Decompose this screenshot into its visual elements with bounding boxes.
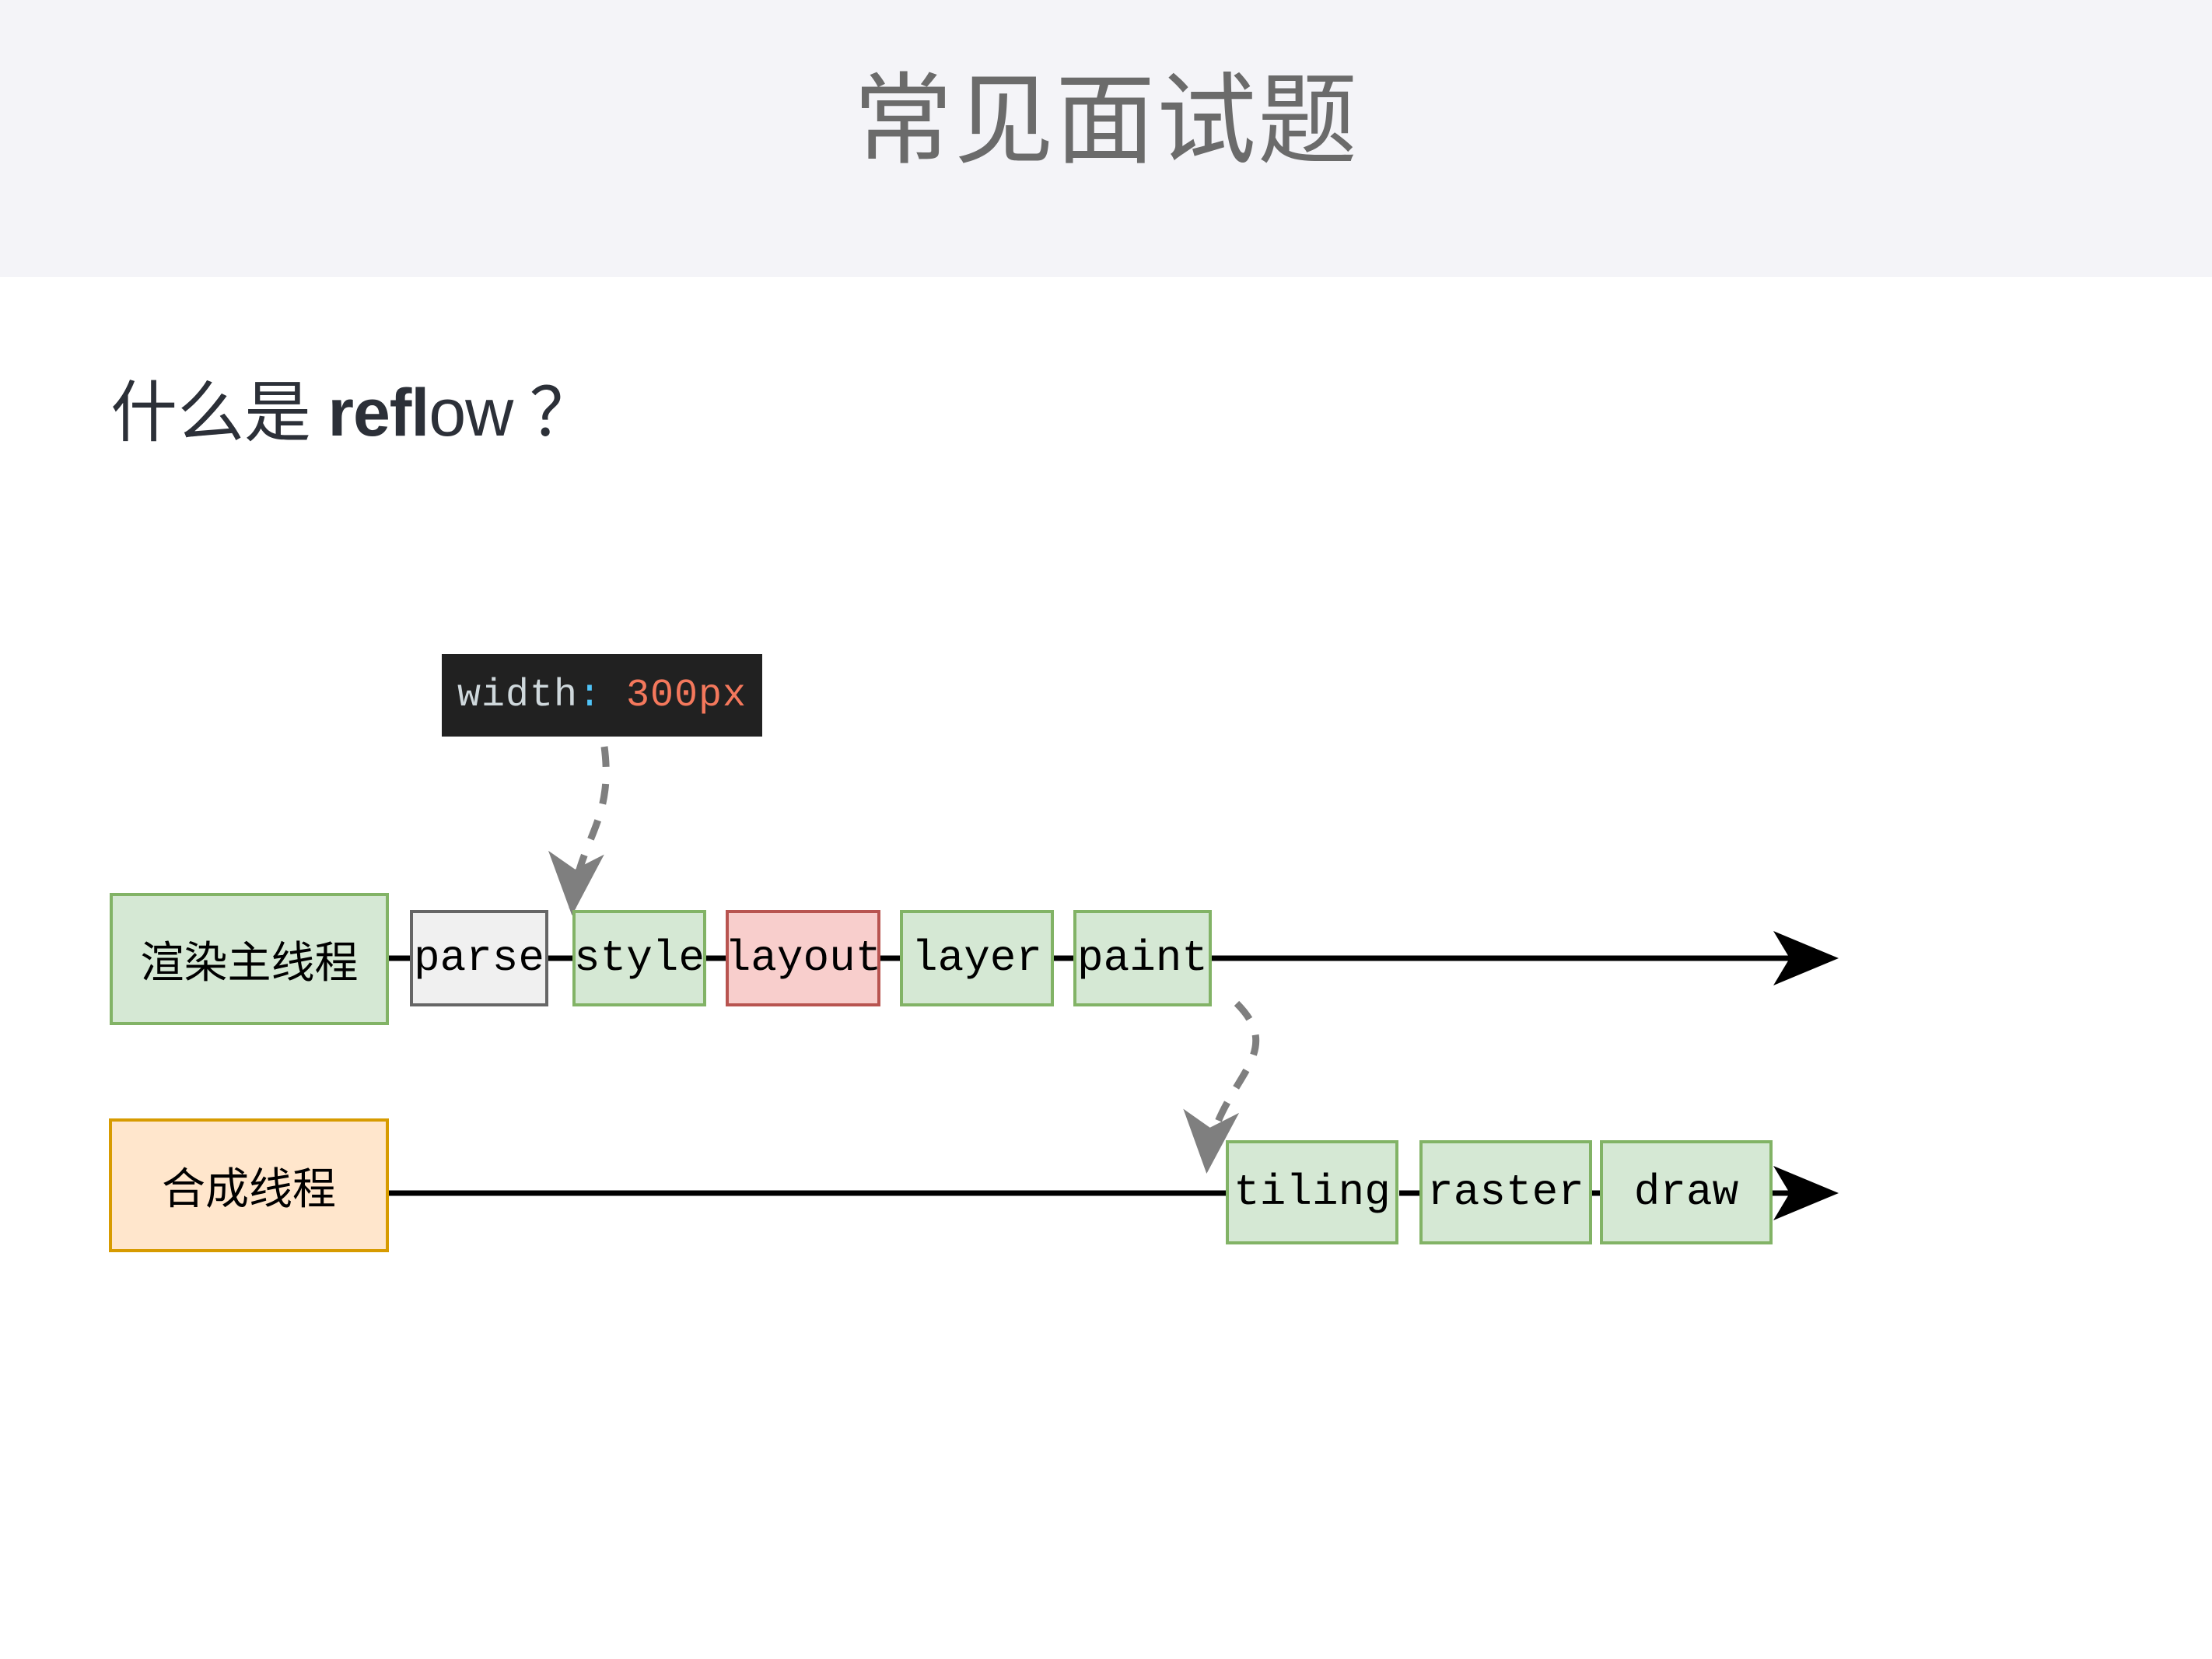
heading-suffix: ？ <box>513 376 597 450</box>
pipeline-step-tiling: tiling <box>1226 1140 1398 1244</box>
pipeline-step-draw: draw <box>1600 1140 1773 1244</box>
pipeline-step-style: style <box>572 910 706 1006</box>
slide-header-band <box>0 0 2212 277</box>
question-heading: 什么是 reflow ？ <box>110 373 597 453</box>
lane-label-compositor-thread: 合成线程 <box>109 1118 389 1252</box>
pipeline-step-paint: paint <box>1073 910 1212 1006</box>
heading-keyword-light: ow <box>429 376 513 450</box>
pipeline-step-raster: raster <box>1419 1140 1592 1244</box>
pipeline-step-layout: layout <box>725 910 881 1006</box>
heading-keyword-bold: refl <box>327 376 430 450</box>
annotation-arrow-width-to-style <box>548 746 610 915</box>
lane-label-main-thread: 渲染主线程 <box>110 893 389 1025</box>
code-tooltip-width-300px: width: 300px <box>442 654 762 737</box>
code-property: width <box>457 673 578 718</box>
code-value: 300px <box>626 673 747 718</box>
heading-prefix: 什么是 <box>110 376 328 450</box>
pipeline-step-layer: layer <box>900 910 1054 1006</box>
code-separator: : <box>577 673 602 718</box>
pipeline-step-parse: parse <box>410 910 548 1006</box>
slide-title: 常见面试题 <box>852 66 1359 177</box>
heading-keyword: reflow <box>327 376 514 450</box>
annotation-arrow-paint-to-tiling <box>1183 1000 1260 1174</box>
